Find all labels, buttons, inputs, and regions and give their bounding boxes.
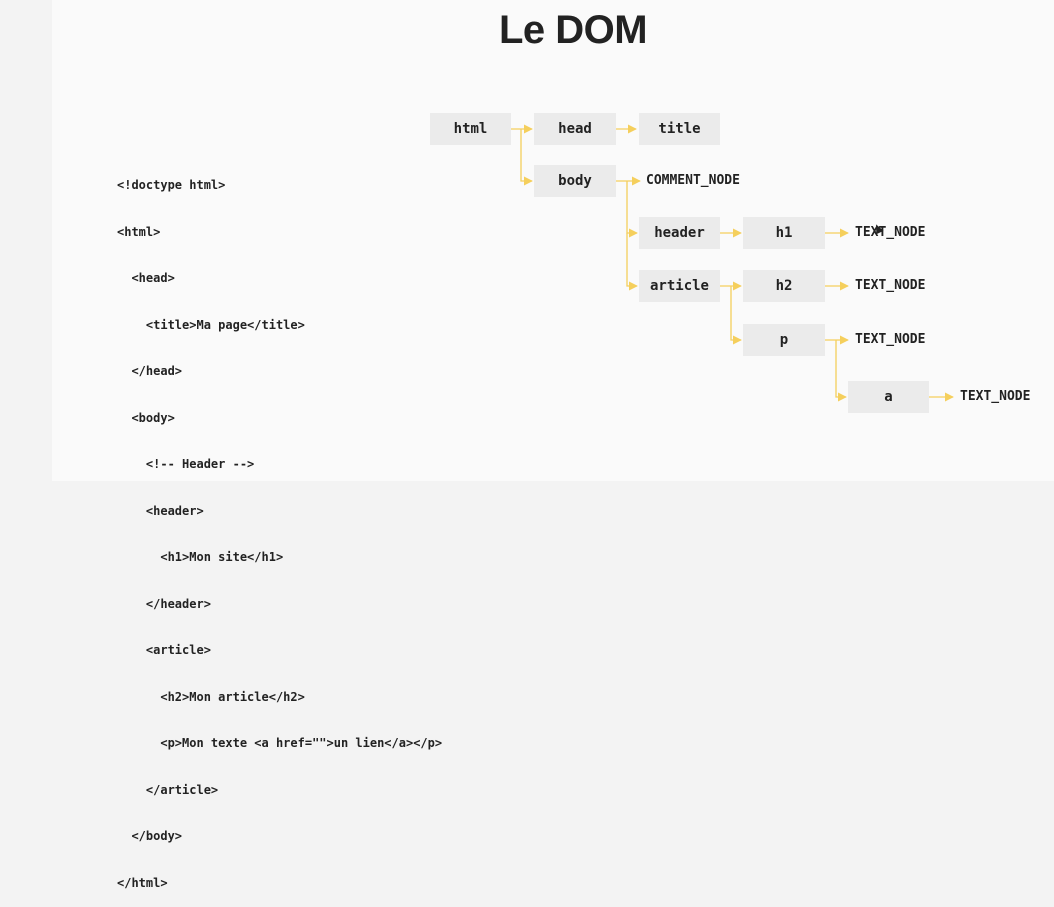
node-head: head (534, 113, 616, 145)
code-line: <h1>Mon site</h1> (117, 550, 284, 564)
code-line: <head> (117, 271, 175, 285)
node-body: body (534, 165, 616, 197)
code-line: <header> (117, 503, 204, 518)
link-body-article (626, 233, 638, 291)
node-a-text: TEXT_NODE (960, 389, 1031, 404)
code-line: </header> (117, 596, 211, 611)
code-line: </html> (117, 875, 168, 890)
link-body-header (626, 181, 638, 238)
node-title: title (639, 113, 720, 145)
link-p-a (835, 340, 847, 402)
code-line: <!-- Header --> (117, 457, 255, 471)
code-line: <p>Mon texte <a href="">un lien</a></p> (117, 736, 443, 750)
code-line: <article> (117, 643, 211, 657)
node-a: a (848, 381, 929, 413)
node-h1-text: TEXT_NODE (855, 225, 926, 240)
node-html: html (430, 113, 511, 145)
code-line: </head> (117, 364, 183, 378)
node-h2: h2 (743, 270, 825, 302)
code-line: </article> (117, 782, 219, 797)
code-line: <html> (117, 224, 161, 239)
link-html-body (520, 129, 533, 186)
node-p: p (743, 324, 825, 356)
code-line: <body> (117, 410, 175, 425)
code-line: <title>Ma page</title> (117, 317, 305, 332)
node-header: header (639, 217, 720, 249)
node-h2-text: TEXT_NODE (855, 278, 926, 293)
node-h1: h1 (743, 217, 825, 249)
tree-connectors (511, 124, 954, 402)
link-article-p (730, 286, 742, 345)
node-comment: COMMENT_NODE (646, 173, 740, 188)
code-line: <h2>Mon article</h2> (117, 689, 305, 704)
page-title: Le DOM (498, 8, 648, 52)
code-line: </body> (117, 829, 183, 843)
node-p-text: TEXT_NODE (855, 332, 926, 347)
code-line: <!doctype html> (117, 178, 226, 192)
node-article: article (639, 270, 720, 302)
